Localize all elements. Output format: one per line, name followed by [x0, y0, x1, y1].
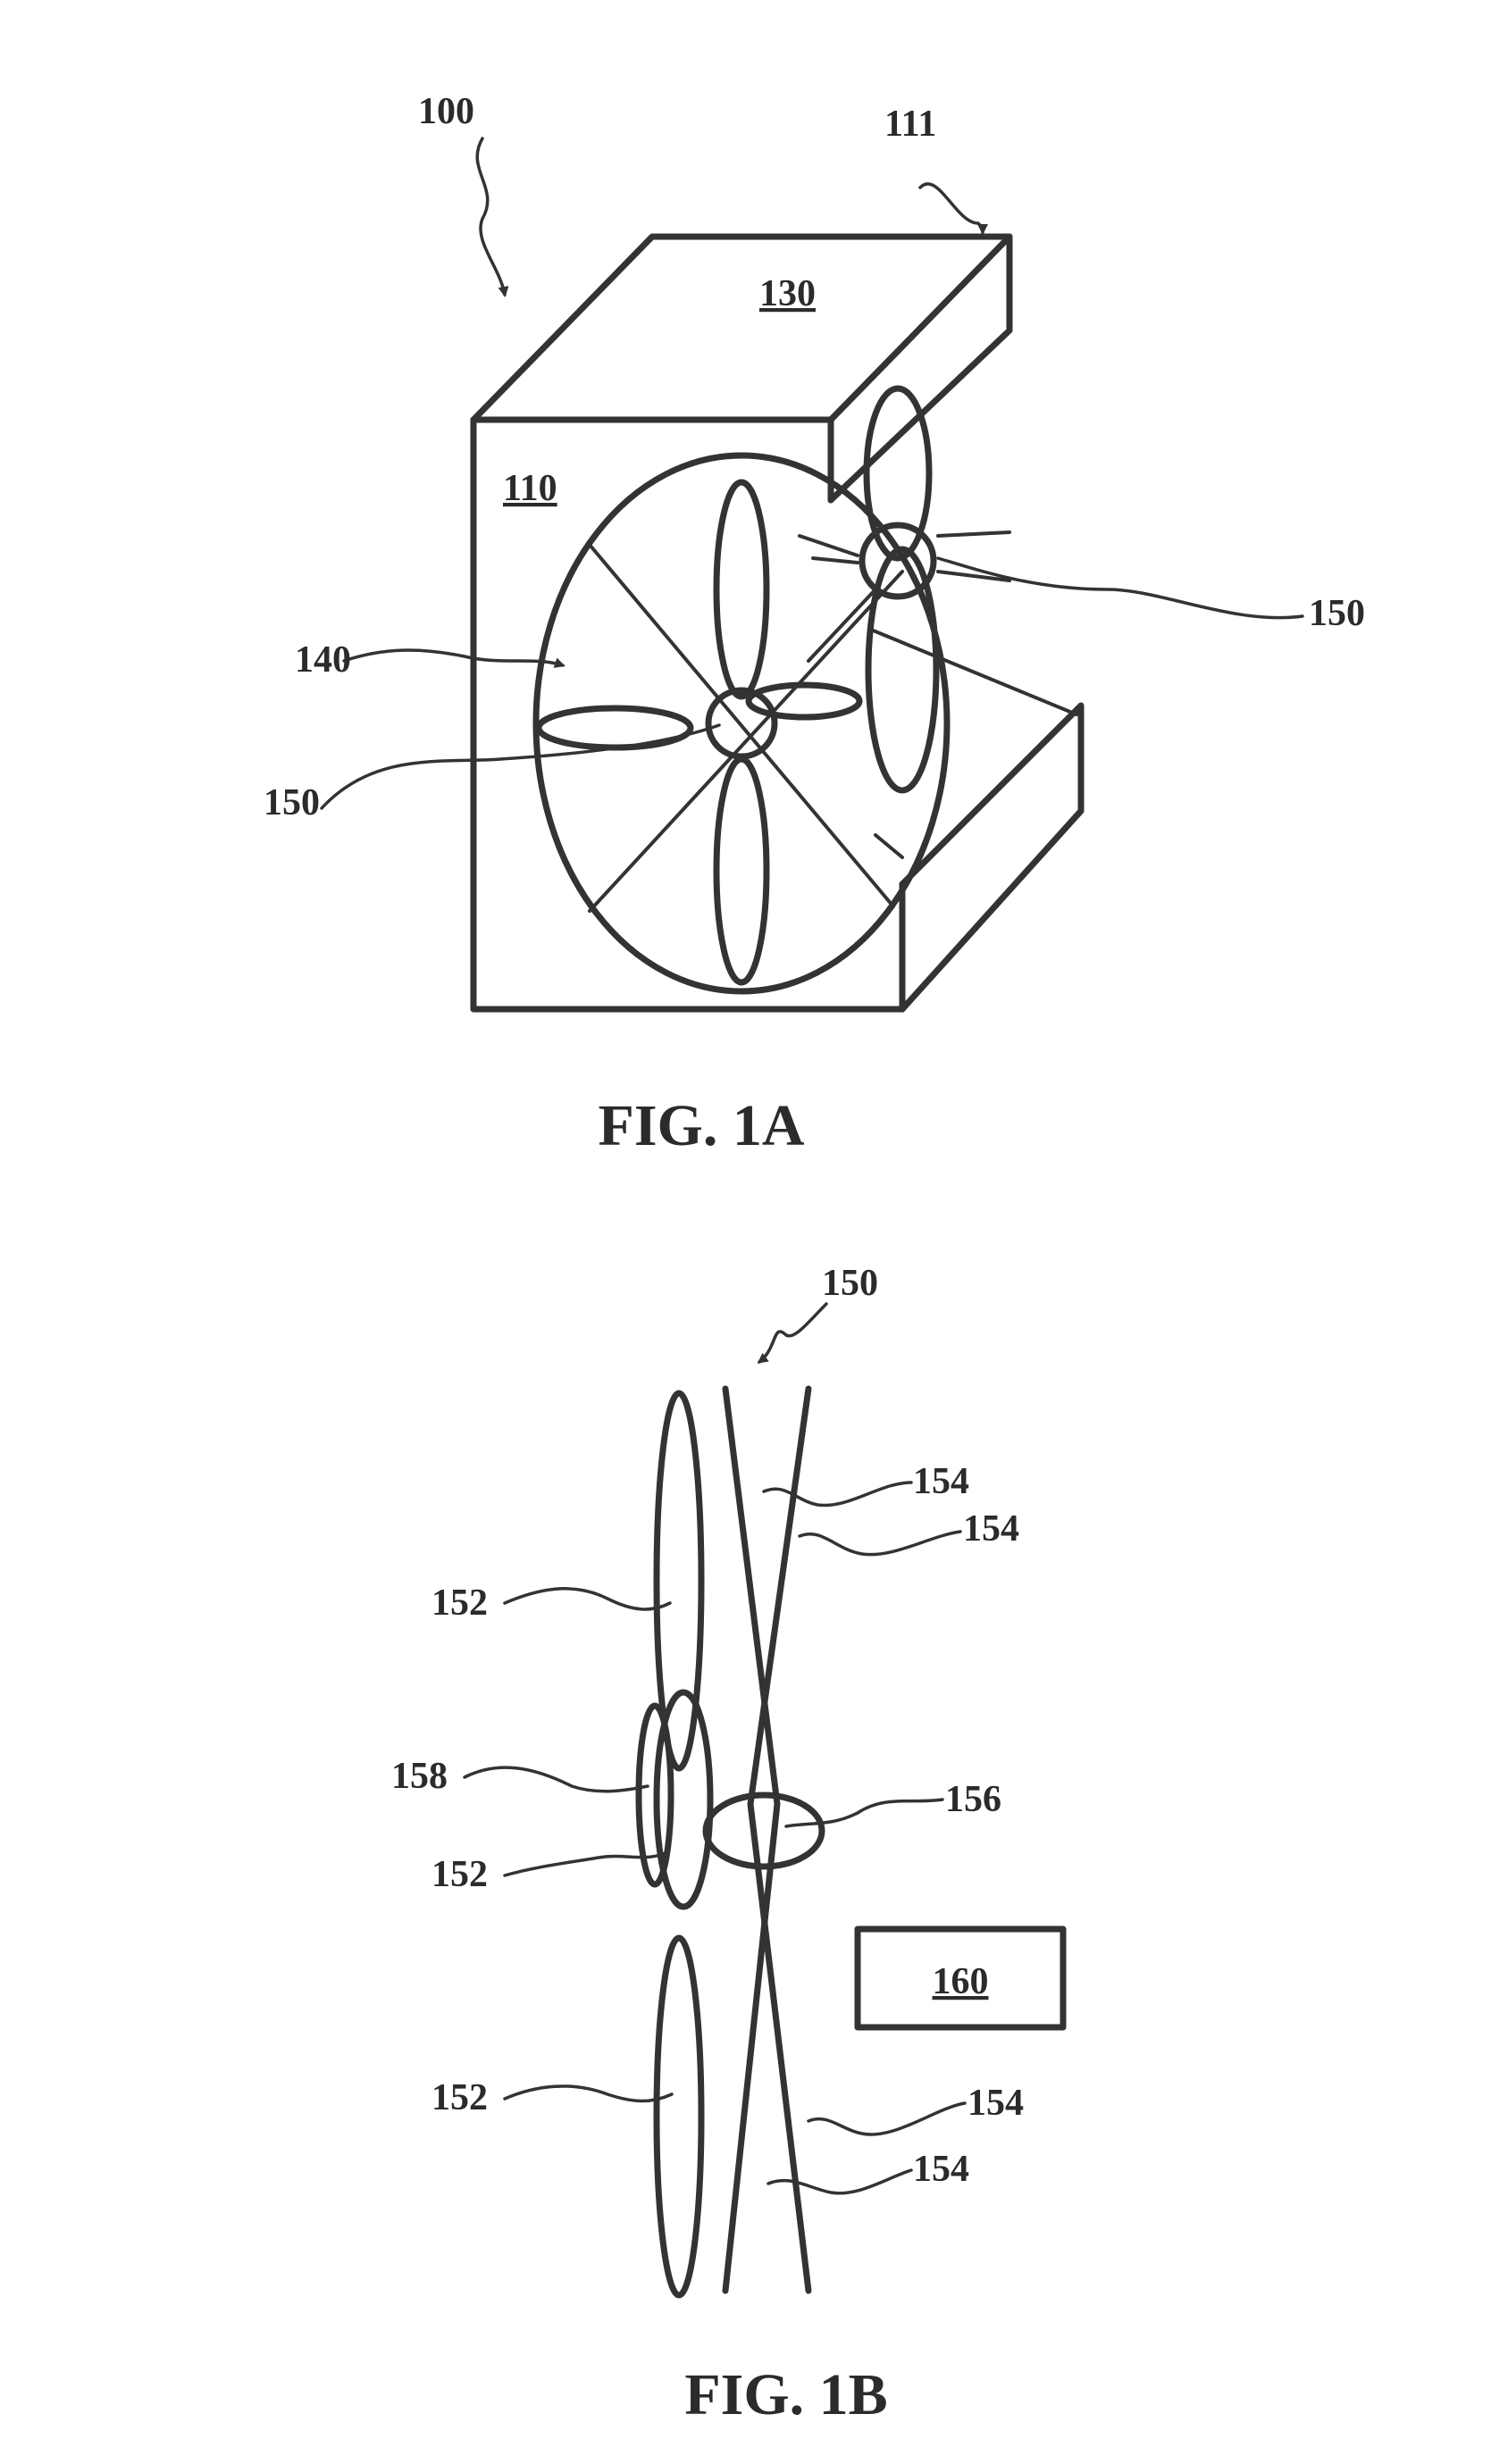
label-111: 111 [884, 104, 936, 145]
label-100: 100 [418, 91, 474, 132]
label-152-top: 152 [431, 1583, 488, 1624]
blades-152 [639, 1393, 710, 2295]
figure-1b: 150 154 154 152 158 152 156 160 152 154 … [391, 1263, 1063, 2427]
label-152-bottom: 152 [431, 2077, 488, 2118]
label-150-left: 150 [264, 782, 320, 823]
hub-156 [706, 1795, 822, 1867]
label-150-right: 150 [1309, 593, 1365, 634]
fan-plate-140 [536, 455, 1076, 991]
support-wires-154 [725, 1389, 808, 2291]
label-110: 110 [503, 468, 557, 509]
label-152-mid: 152 [431, 1854, 488, 1895]
label-154-d: 154 [913, 2149, 969, 2190]
label-130: 130 [759, 273, 816, 314]
caption-fig-1b: FIG. 1B [684, 2362, 887, 2427]
caption-fig-1a: FIG. 1A [599, 1093, 805, 1158]
figure-1a: 100 111 130 110 140 150 150 FIG. 1A [264, 91, 1365, 1158]
label-156: 156 [945, 1779, 1001, 1820]
label-154-c: 154 [967, 2083, 1024, 2124]
label-160: 160 [933, 1961, 989, 2002]
label-154-a: 154 [913, 1461, 969, 1502]
label-158: 158 [391, 1756, 448, 1797]
label-150-1b: 150 [822, 1263, 878, 1304]
label-154-b: 154 [963, 1508, 1019, 1549]
label-140: 140 [295, 639, 351, 681]
